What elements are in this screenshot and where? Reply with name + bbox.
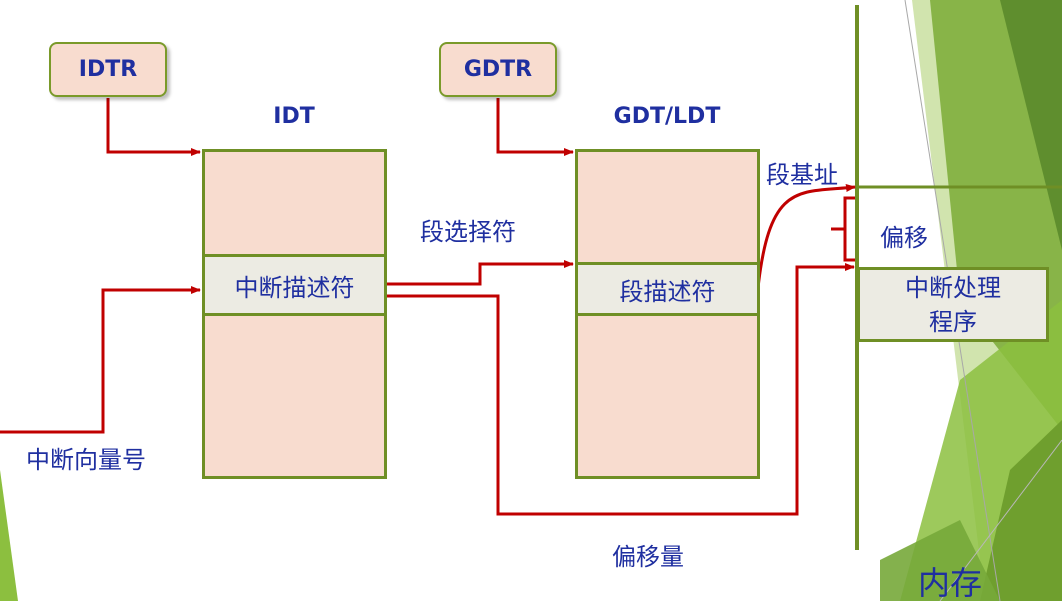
- gdt-entry-segment-descriptor: 段描述符: [575, 262, 760, 316]
- handler-line-1: 中断处理: [905, 273, 1001, 302]
- offset-brace: [831, 196, 855, 262]
- idtr-register: IDTR: [49, 42, 167, 97]
- idt-entry-interrupt-descriptor: 中断描述符: [202, 254, 387, 316]
- idt-title: IDT: [273, 104, 315, 129]
- gdtr-register: GDTR: [439, 42, 557, 97]
- vector-arrow: [0, 286, 201, 434]
- handler-line-2: 程序: [929, 307, 977, 336]
- base-address-label: 段基址: [766, 161, 838, 189]
- gdt-title: GDT/LDT: [613, 104, 721, 129]
- base-address-arrow: [756, 183, 856, 289]
- interrupt-handler-block: 中断处理 程序: [857, 267, 1049, 342]
- selector-arrow: [386, 260, 574, 286]
- selector-label: 段选择符: [420, 218, 516, 246]
- offset-label: 偏移: [880, 224, 928, 252]
- gdtr-arrow: [496, 98, 574, 156]
- offset-amount-arrow: [386, 263, 855, 516]
- idtr-arrow: [106, 98, 201, 156]
- memory-label: 内存: [918, 564, 983, 602]
- vector-label: 中断向量号: [26, 446, 146, 474]
- offset-amount-label: 偏移量: [612, 543, 684, 571]
